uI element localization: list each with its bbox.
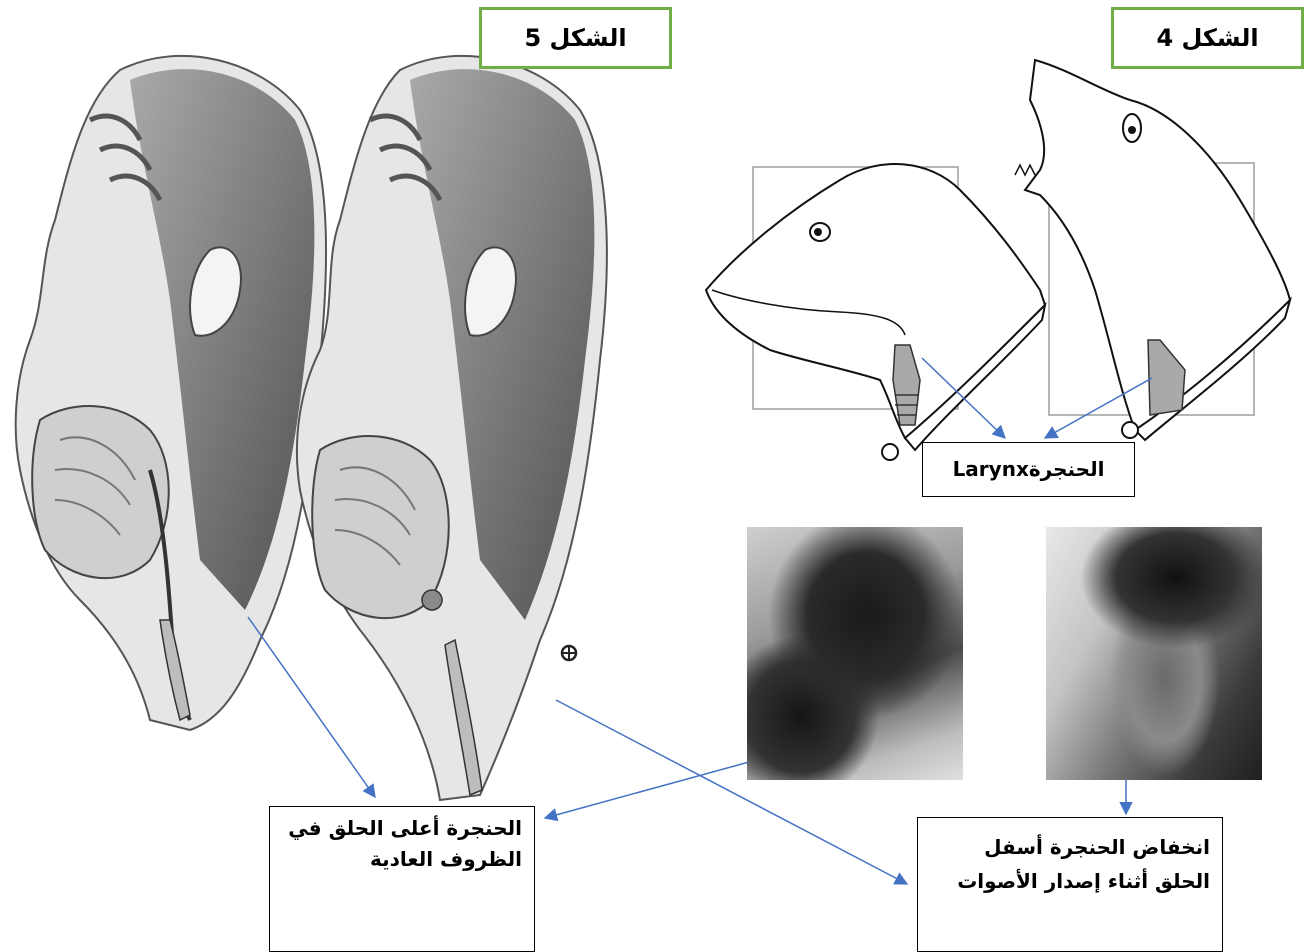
xray-image-left: [747, 527, 963, 780]
note-normal-line2: الظروف العادية: [278, 844, 522, 875]
figure-5-label: الشكل 5: [479, 7, 672, 69]
note-larynx-normal: الحنجرة أعلى الحلق في الظروف العادية: [269, 806, 535, 952]
chimp-head-left: [16, 56, 326, 730]
arrow-left-chimp-to-note: [248, 617, 375, 797]
note-normal-line1: الحنجرة أعلى الحلق في: [278, 813, 522, 844]
note-larynx-lowered: انخفاض الحنجرة أسفل الحلق أثناء إصدار ال…: [917, 817, 1223, 952]
small-symbol-icon: [562, 646, 576, 660]
note-lowered-line2: الحلق أثناء إصدار الأصوات: [926, 864, 1210, 898]
larynx-label-english: Larynx: [953, 454, 1029, 485]
figure-4-label: الشكل 4: [1111, 7, 1304, 69]
dog-head-right: [1015, 60, 1290, 440]
note-lowered-line1: انخفاض الحنجرة أسفل: [926, 830, 1210, 864]
chimp-head-middle: [297, 56, 607, 800]
figure-4-text: الشكل 4: [1156, 24, 1258, 52]
larynx-label-arabic: الحنجرة: [1029, 454, 1105, 485]
dog-head-left: [706, 164, 1045, 460]
figure-5-text: الشكل 5: [524, 24, 626, 52]
xray-image-right: [1046, 527, 1262, 780]
